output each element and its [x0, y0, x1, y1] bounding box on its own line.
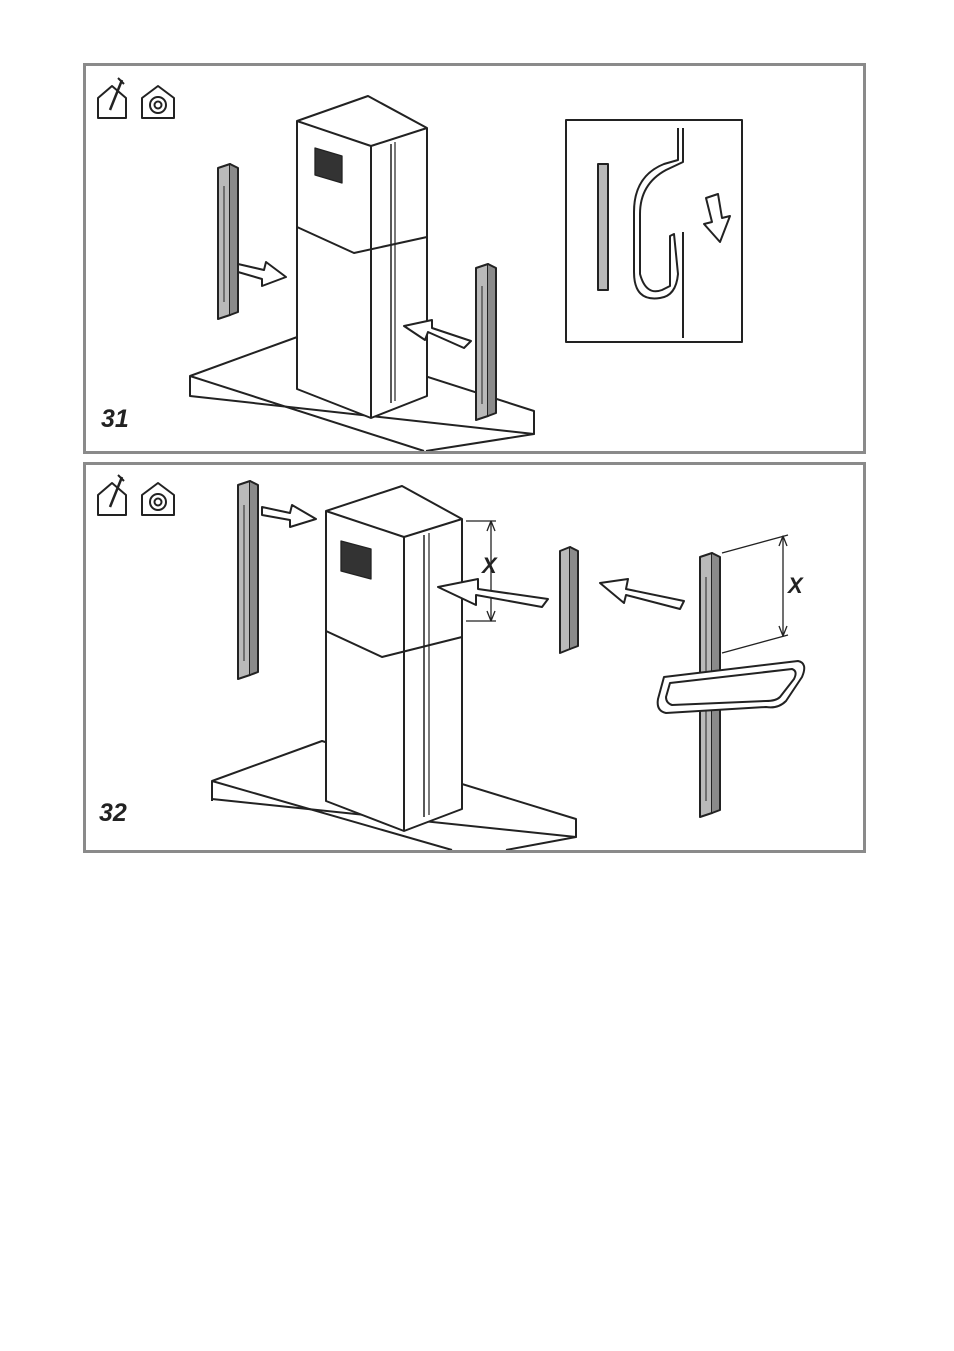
- dimension-marker-right: [722, 535, 788, 653]
- bracket-clip: [658, 661, 805, 713]
- figure-32-drawing: X X: [86, 465, 863, 850]
- dimension-label-left: X: [480, 553, 498, 578]
- chimney-duct: [326, 486, 462, 831]
- figure-32-panel: X X 32: [83, 462, 866, 853]
- house-install-icon: [98, 78, 126, 118]
- figure-31-drawing: [86, 66, 863, 451]
- house-service-icon: [142, 86, 174, 118]
- figure-31-panel: 31: [83, 63, 866, 454]
- right-bracket: [476, 264, 496, 420]
- left-bracket: [238, 481, 258, 679]
- hook-detail-inset: [566, 120, 742, 342]
- figure-number: 32: [99, 799, 127, 828]
- arrow-left-bracket: [238, 262, 286, 286]
- left-bracket: [218, 164, 238, 319]
- arrow-middle-bracket: [600, 579, 684, 609]
- figure-number: 31: [101, 405, 129, 434]
- house-service-icon: [142, 483, 174, 515]
- dimension-label-right: X: [786, 573, 804, 598]
- house-install-icon: [98, 475, 126, 515]
- middle-bracket: [560, 547, 578, 653]
- arrow-left-bracket: [262, 505, 316, 527]
- chimney-duct: [297, 96, 427, 418]
